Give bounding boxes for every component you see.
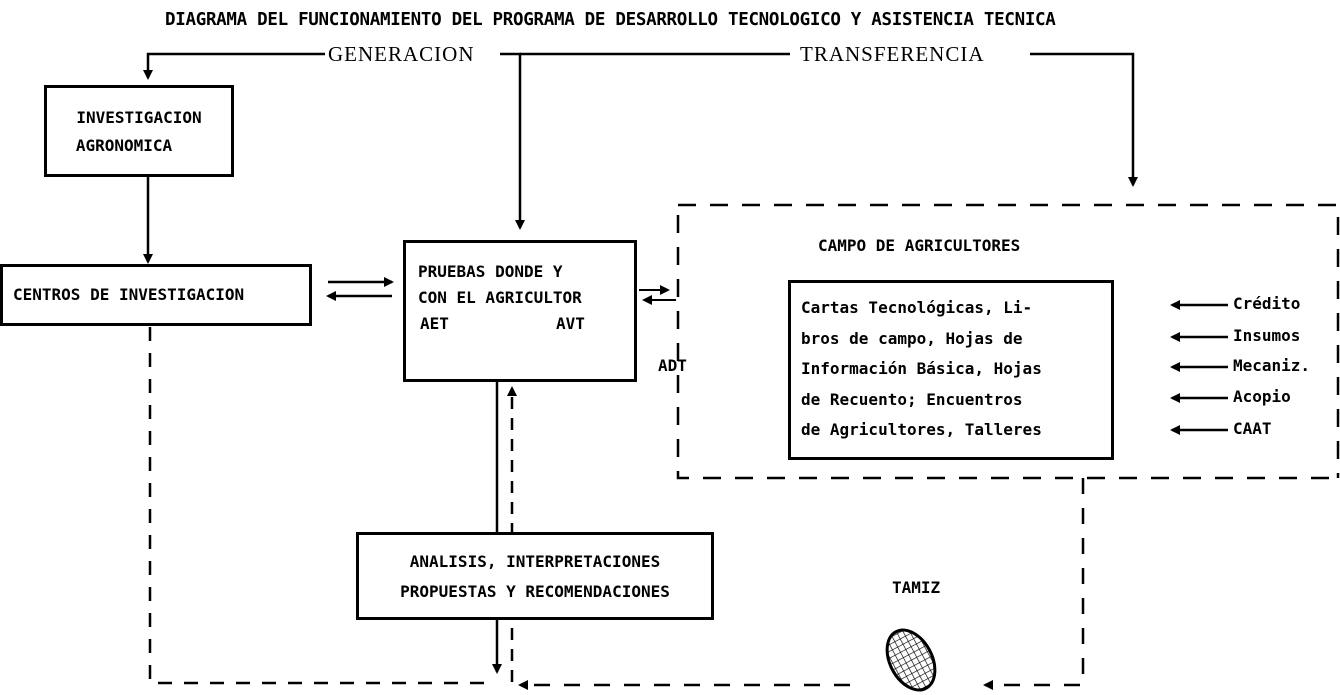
cartas-line-4: de Recuento; Encuentros [801,389,1023,409]
centros-dashed-loop [148,327,490,685]
investigacion-agronomica-box: INVESTIGACION AGRONOMICA [44,85,234,177]
tamiz-label: TAMIZ [892,578,941,597]
cartas-line-2: bros de campo, Hojas de [801,328,1023,348]
centros-label: CENTROS DE INVESTIGACION [13,285,245,304]
cartas-line-5: de Agricultores, Talleres [801,420,1042,439]
pruebas-box: PRUEBAS DONDE Y CON EL AGRICULTOR AET AV… [403,240,637,382]
centros-investigacion-box: CENTROS DE INVESTIGACION [0,264,312,326]
investigacion-line-2: AGRONOMICA [75,136,173,155]
investigacion-line-1: INVESTIGACION [76,108,202,127]
transferencia-label: TRANSFERENCIA [800,42,985,66]
cartas-box: Cartas Tecnológicas, Li- bros de campo, … [788,280,1114,460]
input-acopio: Acopio [1233,387,1291,406]
input-arrows [1170,300,1228,435]
pruebas-line-1: PRUEBAS DONDE Y [418,262,563,281]
analisis-line-2: PROPUESTAS Y RECOMENDACIONES [400,582,670,601]
campo-title: CAMPO DE AGRICULTORES [818,236,1021,255]
input-insumos: Insumos [1233,326,1301,345]
generacion-label: GENERACION [328,42,475,66]
aet-label: AET [420,314,449,333]
input-credito: Crédito [1233,294,1301,313]
cartas-line-3: Información Básica, Hojas [801,359,1042,378]
top-bracket-lines [143,52,1138,230]
diagram-title: DIAGRAMA DEL FUNCIONAMIENTO DEL PROGRAMA… [165,10,1056,30]
analisis-box: ANALISIS, INTERPRETACIONES PROPUESTAS Y … [356,532,714,620]
tamiz-sieve [885,628,937,692]
adt-label: ADT [658,356,687,375]
input-caat: CAAT [1233,419,1272,438]
tamiz-dashed-line-right [983,478,1085,690]
campo-dashed-border [676,203,1340,480]
input-mecanizacion: Mecaniz. [1233,356,1311,375]
pruebas-line-2: CON EL AGRICULTOR [418,288,582,307]
analisis-line-1: ANALISIS, INTERPRETACIONES [409,552,661,571]
avt-label: AVT [556,314,585,333]
cartas-line-1: Cartas Tecnológicas, Li- [801,298,1033,317]
